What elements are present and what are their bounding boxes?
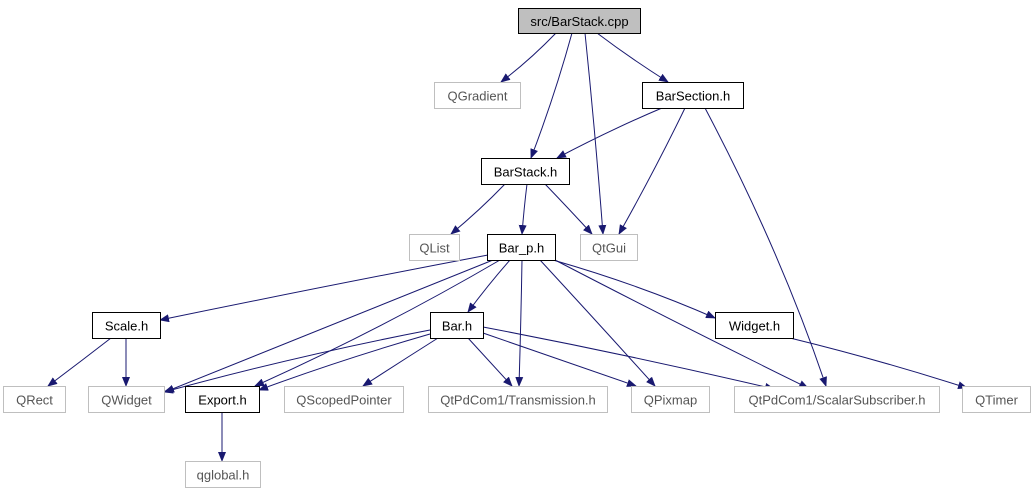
node-label: QPixmap — [644, 393, 697, 408]
edge-widget_h-to-qtimer — [789, 337, 968, 390]
node-barstack-cpp[interactable]: src/BarStack.cpp — [518, 8, 641, 34]
edge-bar_p_h-to-scale_h — [159, 254, 489, 323]
node-label: QWidget — [101, 393, 152, 408]
node-qglobal-h: qglobal.h — [185, 461, 261, 488]
edge-barstack_cpp-to-qtgui — [584, 32, 607, 235]
node-barstack-h[interactable]: BarStack.h — [481, 158, 570, 185]
edge-bar_p_h-to-bar_h — [467, 259, 511, 313]
node-barsection-h[interactable]: BarSection.h — [642, 82, 744, 109]
node-qgradient: QGradient — [434, 82, 521, 109]
node-box — [962, 386, 1031, 413]
edge-bar_h-to-scalarsubscriber_h — [482, 326, 775, 391]
node-label: Bar_p.h — [499, 241, 545, 256]
edge-barstack_cpp-to-barsection_h — [596, 32, 669, 83]
edge-barsection_h-to-qtgui — [618, 107, 686, 235]
node-box — [428, 386, 608, 413]
node-widget-h[interactable]: Widget.h — [715, 312, 794, 339]
node-qrect: QRect — [3, 386, 66, 413]
node-box — [715, 312, 794, 339]
node-box — [3, 386, 66, 413]
edge-barsection_h-to-scalarsubscriber_h — [704, 107, 827, 387]
edge-scale_h-to-qrect — [47, 337, 112, 387]
node-label: QRect — [16, 393, 53, 408]
node-label: QtPdCom1/Transmission.h — [440, 393, 596, 408]
node-export-h[interactable]: Export.h — [185, 386, 260, 413]
node-box — [284, 386, 404, 413]
edge-barstack_h-to-bar_p_h — [518, 183, 528, 235]
node-box — [88, 386, 165, 413]
node-bar-p-h[interactable]: Bar_p.h — [487, 234, 556, 261]
edge-bar_p_h-to-scalarsubscriber_h — [554, 259, 809, 389]
edge-bar_h-to-qscopedpointer — [362, 337, 439, 387]
edge-bar_h-to-export_h — [258, 333, 431, 391]
node-label: Export.h — [198, 393, 246, 408]
node-label: Bar.h — [442, 319, 472, 334]
edge-bar_p_h-to-transmission_h — [515, 259, 524, 387]
node-label: QTimer — [975, 393, 1019, 408]
node-label: BarSection.h — [656, 89, 730, 104]
node-label: QScopedPointer — [296, 393, 392, 408]
node-qtimer: QTimer — [962, 386, 1031, 413]
node-box — [430, 312, 484, 339]
edge-bar_h-to-qwidget — [163, 329, 431, 394]
node-scale-h[interactable]: Scale.h — [92, 312, 161, 339]
node-qpixmap: QPixmap — [631, 386, 710, 413]
node-transmission-h: QtPdCom1/Transmission.h — [428, 386, 608, 413]
node-label: qglobal.h — [197, 468, 250, 483]
node-label: BarStack.h — [494, 165, 558, 180]
node-box — [518, 8, 641, 34]
node-qlist: QList — [409, 234, 460, 261]
edge-bar_p_h-to-widget_h — [552, 259, 716, 319]
node-label: QtPdCom1/ScalarSubscriber.h — [748, 393, 925, 408]
node-box — [631, 386, 710, 413]
node-box — [409, 234, 460, 261]
node-box — [481, 158, 570, 185]
edge-barstack_h-to-qlist — [450, 183, 506, 235]
node-label: QList — [419, 241, 450, 256]
node-qwidget: QWidget — [88, 386, 165, 413]
node-box — [642, 82, 744, 109]
node-box — [185, 461, 261, 488]
node-scalarsubscriber-h: QtPdCom1/ScalarSubscriber.h — [734, 386, 940, 413]
node-box — [734, 386, 940, 413]
node-box — [434, 82, 521, 109]
edge-barstack_cpp-to-qgradient — [500, 32, 557, 83]
node-box — [92, 312, 161, 339]
node-label: QGradient — [448, 89, 508, 104]
edge-bar_p_h-to-export_h — [254, 259, 501, 387]
node-label: src/BarStack.cpp — [530, 14, 628, 29]
node-qtgui: QtGui — [580, 234, 638, 261]
node-label: QtGui — [592, 241, 626, 256]
node-box — [580, 234, 638, 261]
edge-bar_p_h-to-qpixmap — [539, 259, 656, 387]
edge-barstack_h-to-qtgui — [544, 183, 593, 235]
node-box — [185, 386, 260, 413]
node-label: Widget.h — [729, 319, 780, 334]
edge-bar_h-to-transmission_h — [467, 337, 513, 387]
edge-barsection_h-to-barstack_h — [556, 107, 663, 159]
node-label: Scale.h — [105, 319, 148, 334]
edges-layer — [47, 32, 968, 462]
node-box — [487, 234, 556, 261]
edge-bar_p_h-to-qwidget — [164, 259, 494, 393]
node-bar-h[interactable]: Bar.h — [430, 312, 484, 339]
edge-bar_h-to-qpixmap — [482, 332, 637, 387]
edge-barstack_cpp-to-barstack_h — [530, 32, 573, 159]
node-qscopedpointer: QScopedPointer — [284, 386, 404, 413]
